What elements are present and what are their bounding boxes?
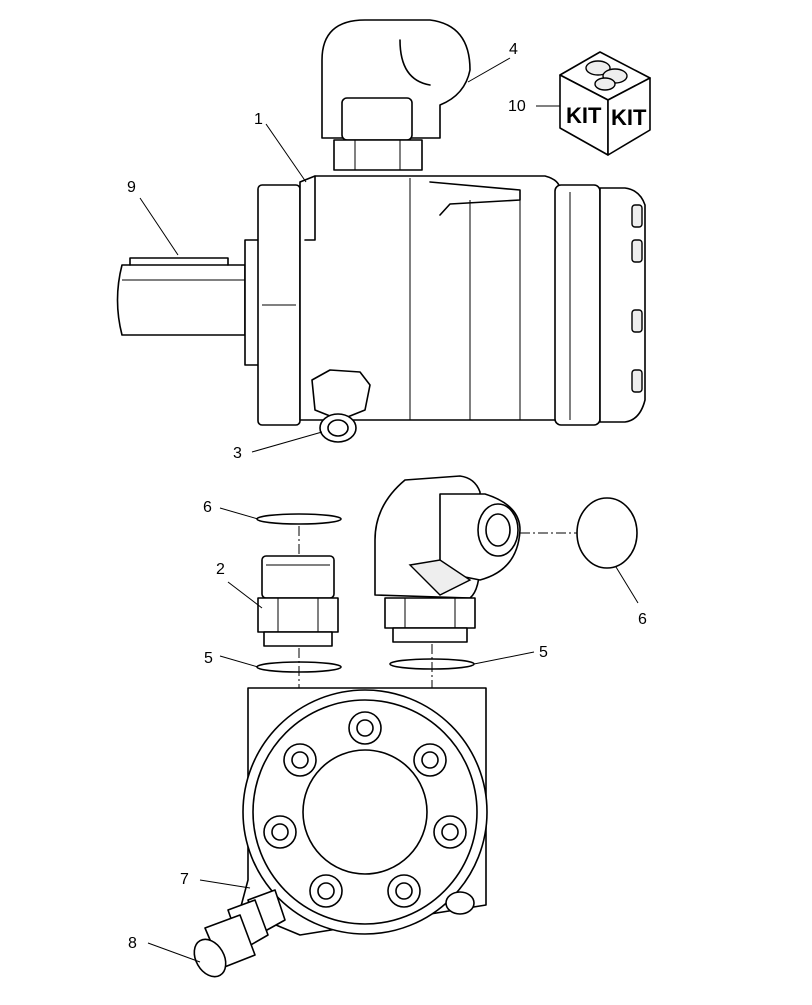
end-cap-bolts [263, 711, 467, 908]
kit-label-right: KIT [611, 105, 647, 130]
end-cap [554, 184, 646, 426]
motor-end-view [193, 687, 488, 978]
callout-10: 10 [508, 98, 526, 115]
motor-housing [299, 175, 561, 421]
callout-5-right: 5 [539, 644, 548, 661]
kit-label-left: KIT [566, 103, 602, 128]
drain-plug-fitting [311, 369, 371, 443]
elbow-fitting-middle [374, 475, 521, 643]
callout-6-left: 6 [203, 499, 212, 516]
callout-8: 8 [128, 935, 137, 952]
o-ring-6-right [576, 497, 638, 569]
callout-4: 4 [509, 41, 518, 58]
callout-7: 7 [180, 871, 189, 888]
callout-leaders [139, 57, 639, 963]
o-ring-6-left [256, 513, 342, 525]
callout-1: 1 [254, 111, 263, 128]
callout-6-right: 6 [638, 611, 647, 628]
callout-2: 2 [216, 561, 225, 578]
angled-fitting [193, 889, 286, 978]
callout-9: 9 [127, 179, 136, 196]
kit-box-icon: KIT KIT [559, 51, 651, 156]
hydraulic-motor-side-view [116, 19, 646, 443]
output-shaft [116, 257, 246, 336]
straight-connector [257, 555, 339, 647]
elbow-fitting-top [321, 19, 471, 171]
callout-3: 3 [233, 445, 242, 462]
callout-5-left: 5 [204, 650, 213, 667]
mounting-flange [244, 184, 301, 426]
